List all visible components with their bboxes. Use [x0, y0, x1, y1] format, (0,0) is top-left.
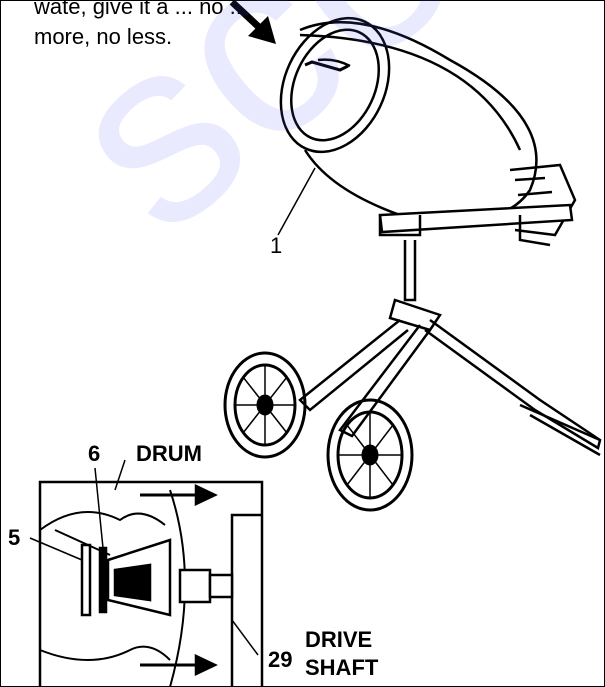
label-drive: DRIVE: [305, 627, 373, 652]
inset-detail: [38, 480, 264, 687]
leader-1: [277, 167, 316, 236]
instruction-line-2: more, no less.: [34, 24, 173, 49]
wheel-left: [223, 351, 307, 459]
mixer-drum: [279, 16, 538, 223]
label-part-5: 5: [8, 525, 21, 550]
instruction-text: wate, give it a ... no ... more, no less…: [34, 0, 594, 52]
wheel-right: [326, 398, 414, 512]
label-part-29: 29: [268, 647, 293, 672]
label-shaft: SHAFT: [305, 655, 379, 680]
instruction-line-1: wate, give it a ... no ...: [34, 0, 248, 19]
label-part-1: 1: [270, 233, 283, 258]
inset-leaders: [29, 459, 259, 656]
label-drum: DRUM: [136, 441, 202, 466]
mixer-frame: [298, 203, 602, 457]
label-part-6: 6: [88, 441, 101, 466]
pointer-arrow: [229, 0, 276, 44]
